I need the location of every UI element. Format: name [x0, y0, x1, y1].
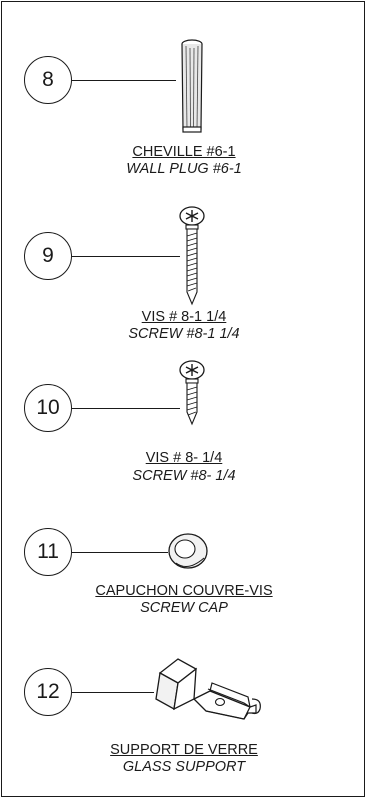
- part-name-fr: CAPUCHON COUVRE-VIS: [95, 583, 273, 599]
- part-number-badge: 11: [24, 528, 72, 576]
- part-number-badge: 10: [24, 384, 72, 432]
- screw-cap-icon: [168, 533, 208, 569]
- part-number-badge: 8: [24, 56, 72, 104]
- short-screw-icon: [179, 360, 205, 426]
- leader-line: [72, 692, 154, 693]
- wall-plug-icon: [181, 39, 203, 133]
- glass-support-icon: [155, 658, 261, 720]
- leader-line: [72, 408, 180, 409]
- part-name-fr: VIS # 8-1 1/4: [141, 309, 227, 325]
- part-name-en: GLASS SUPPORT: [122, 759, 246, 775]
- part-name-en: SCREW #8- 1/4: [132, 468, 236, 484]
- leader-line: [72, 80, 176, 81]
- long-screw-icon: [179, 206, 205, 306]
- part-name-fr: CHEVILLE #6-1: [132, 144, 236, 160]
- part-name-en: SCREW CAP: [140, 600, 228, 616]
- part-name-fr: VIS # 8- 1/4: [145, 450, 223, 466]
- leader-line: [72, 552, 168, 553]
- part-number-badge: 9: [24, 232, 72, 280]
- part-name-fr: SUPPORT DE VERRE: [110, 742, 258, 758]
- part-number-badge: 12: [24, 668, 72, 716]
- leader-line: [72, 256, 180, 257]
- part-name-en: SCREW #8-1 1/4: [128, 326, 240, 342]
- part-name-en: WALL PLUG #6-1: [126, 161, 242, 177]
